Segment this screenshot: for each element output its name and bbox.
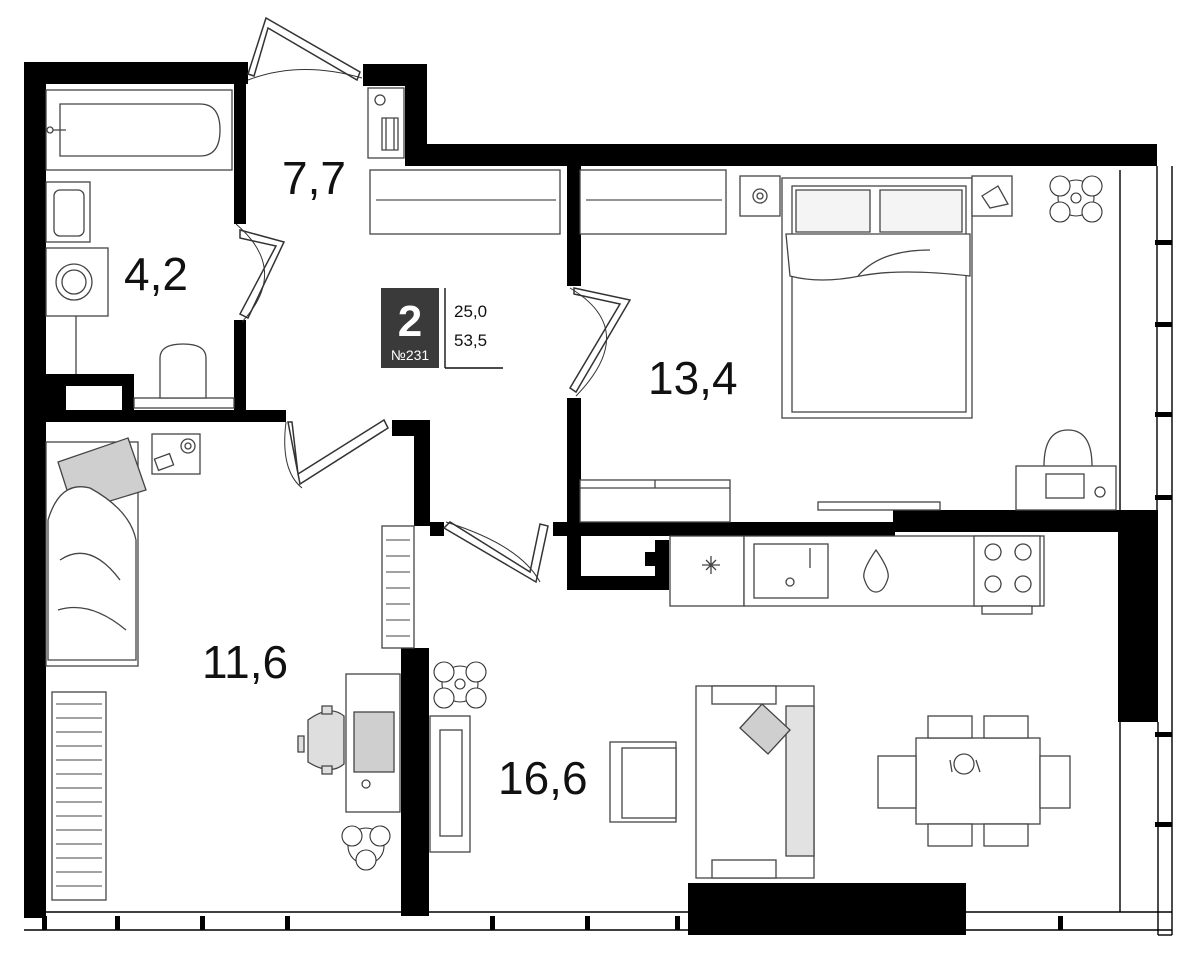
bedroom-plant	[1049, 175, 1103, 223]
bathroom-door	[238, 229, 286, 320]
balcony-ticks	[42, 240, 1172, 930]
water-drop-icon	[863, 548, 889, 593]
kids-blanket	[47, 486, 137, 661]
dining-chair-2	[983, 715, 1029, 739]
hall-fixtures	[367, 87, 727, 235]
outer-outline	[24, 166, 1173, 936]
vanity-table	[817, 501, 941, 511]
rug-stripes	[56, 703, 102, 887]
doors	[235, 16, 632, 584]
rooms-count: 2	[398, 297, 422, 346]
rug	[51, 691, 107, 901]
kids-wardrobe	[381, 525, 415, 649]
walls	[24, 62, 1158, 935]
kids-wardrobe-shelves	[386, 539, 410, 637]
living-door	[442, 521, 549, 584]
wardrobe-hall	[369, 169, 561, 235]
apartment-badge: 2 №231 25,0 53,5	[381, 288, 503, 369]
bedroom-door	[568, 287, 632, 394]
kids-room-furniture	[45, 433, 415, 901]
kids-plant	[341, 825, 391, 871]
blanket	[785, 233, 971, 281]
cooktop	[973, 535, 1041, 607]
room-area-living: 16,6	[498, 752, 588, 804]
room-area-bedroom: 13,4	[648, 352, 738, 404]
dining-chair-4	[983, 823, 1029, 847]
room-area-kids: 11,6	[202, 636, 288, 688]
bathroom-fixtures	[45, 89, 235, 409]
dining-chair-5	[877, 755, 917, 809]
apartment-number: №231	[391, 347, 430, 363]
pillow-left	[795, 189, 871, 233]
living-plant	[433, 661, 487, 709]
room-labels: 7,7 4,2 13,4 11,6 16,6	[124, 152, 738, 804]
total-area: 53,5	[454, 331, 487, 350]
room-area-bathroom: 4,2	[124, 248, 188, 300]
living-area: 25,0	[454, 302, 487, 321]
office-chair	[307, 710, 345, 771]
wardrobe-bedroom	[579, 169, 727, 235]
dining-chair-3	[927, 823, 973, 847]
pillow-right	[879, 189, 963, 233]
room-area-hall: 7,7	[282, 152, 346, 204]
dining-chair-1	[927, 715, 973, 739]
toilet	[133, 397, 235, 409]
entrance-door-arc	[247, 68, 363, 81]
sofa-pillow	[739, 703, 791, 755]
bag	[1043, 429, 1093, 467]
kitchen-sink	[753, 543, 829, 599]
dining-chair-6	[1039, 755, 1071, 809]
dining-table	[915, 737, 1041, 825]
entrance-door	[247, 16, 361, 82]
badge-box	[381, 288, 439, 368]
laptop	[353, 711, 395, 773]
fridge	[669, 535, 745, 607]
kids-door	[287, 418, 389, 486]
kitchen-furniture	[429, 535, 1071, 879]
bedroom-furniture	[579, 175, 1117, 523]
